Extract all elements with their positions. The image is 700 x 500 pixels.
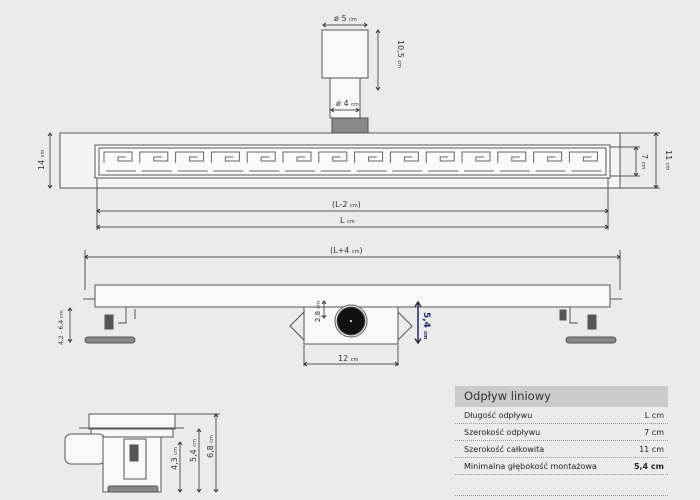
spec-value: 11 cm xyxy=(639,445,664,454)
pipe-height-label: 10,5 cm xyxy=(396,40,405,68)
grate-key-motif xyxy=(103,151,136,172)
width-7-label: 7 cm xyxy=(640,154,649,169)
grate-key-motif xyxy=(461,151,494,172)
drain-cross-section xyxy=(64,413,184,493)
outlet-offset-label: 2,8 cm xyxy=(314,301,322,322)
spec-value: L cm xyxy=(644,411,664,420)
side-h2-label: 5,4 cm xyxy=(189,439,198,462)
grate-key-motif xyxy=(318,151,351,172)
spec-row: Szerokość odpływu 7 cm xyxy=(455,424,668,441)
spec-label: Minimalna głębokość montażowa xyxy=(464,462,597,471)
spec-value: 7 cm xyxy=(644,428,664,437)
spec-row: Minimalna głębokość montażowa 5,4 cm xyxy=(455,458,668,475)
outlet-width-label: 12 cm xyxy=(338,354,358,363)
grate-length-label: (L-2 cm) xyxy=(332,200,361,209)
foot-height-label: 4,2 - 6,4 cm xyxy=(58,310,65,345)
outlet-pipe xyxy=(321,29,369,134)
grate-key-motif xyxy=(389,151,423,172)
drain-side-view xyxy=(83,284,622,345)
grate-key-motif xyxy=(246,151,280,172)
total-length-label: (L+4 cm) xyxy=(330,246,363,255)
grate-key-motif xyxy=(139,151,172,172)
spec-value: 5,4 cm xyxy=(633,462,664,471)
min-depth-label: 5,4 cm xyxy=(421,312,431,339)
grate-key-motif xyxy=(210,151,244,172)
grate-key-motif xyxy=(568,151,602,172)
length-label: L cm xyxy=(340,216,355,225)
pipe-outer-diameter-label: ø 5 cm xyxy=(334,14,357,23)
grate-pattern xyxy=(103,151,602,172)
side-h1-label: 4,3 cm xyxy=(170,447,179,470)
side-h3-label: 6,8 cm xyxy=(206,435,215,458)
spec-empty-row xyxy=(455,475,668,496)
spec-row: Szerokość całkowita 11 cm xyxy=(455,441,668,458)
pipe-inner-diameter-label: ø 4 cm xyxy=(336,99,359,108)
spec-label: Szerokość całkowita xyxy=(464,445,545,454)
total-width-label: 14 cm xyxy=(37,150,46,170)
grate-key-motif xyxy=(282,151,315,172)
spec-title: Odpływ liniowy xyxy=(455,386,668,407)
spec-row: Długość odpływu L cm xyxy=(455,407,668,424)
spec-table: Odpływ liniowy Długość odpływu L cm Szero… xyxy=(455,386,668,496)
grate-key-motif xyxy=(175,151,208,172)
grate-key-motif xyxy=(354,151,387,172)
grate-key-motif xyxy=(497,151,530,172)
spec-label: Szerokość odpływu xyxy=(464,428,541,437)
grate-key-motif xyxy=(533,151,566,172)
spec-label: Długość odpływu xyxy=(464,411,533,420)
width-11-label: 11 cm xyxy=(664,150,673,170)
grate-key-motif xyxy=(425,151,459,172)
